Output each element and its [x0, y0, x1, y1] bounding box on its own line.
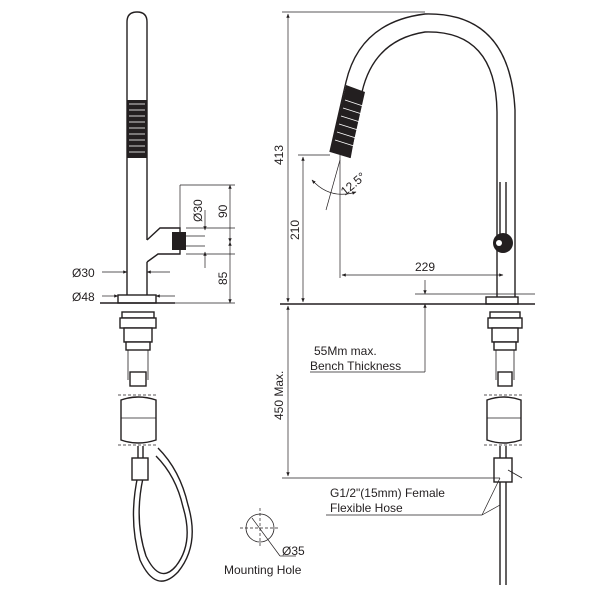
front-view-fittings — [487, 311, 523, 387]
side-view-weight — [120, 396, 157, 444]
dim-413-label: 413 — [272, 145, 286, 165]
dim-210-label: 210 — [288, 220, 302, 240]
side-view-hose — [132, 446, 193, 582]
hose-label-line2: Flexible Hose — [330, 501, 403, 515]
side-view-fittings — [119, 311, 157, 387]
bench-thickness-line1: 55Mm max. — [314, 344, 377, 358]
side-view-body — [126, 11, 148, 240]
dim-85-label: 85 — [216, 271, 230, 285]
hose-label-line1: G1/2"(15mm) Female — [330, 486, 445, 500]
side-view-base — [117, 294, 157, 304]
front-view-spray-head — [330, 85, 365, 158]
dim-90-label: 90 — [216, 204, 230, 218]
dim-48-label: Ø48 — [72, 290, 95, 304]
side-view-grip — [127, 100, 147, 158]
front-view-weight — [486, 396, 522, 444]
bench-thickness-line2: Bench Thickness — [310, 359, 401, 373]
side-view-handle — [172, 232, 186, 250]
front-view-gooseneck — [329, 13, 516, 300]
mounting-hole: Ø35 Mounting Hole — [224, 508, 305, 577]
dim-30-horizontal-label: Ø30 — [72, 266, 95, 280]
side-view: Ø30 90 85 Ø30 Ø48 — [72, 11, 235, 582]
mounting-hole-label: Mounting Hole — [224, 563, 302, 577]
side-view-lower-body — [126, 240, 148, 295]
mounting-hole-diameter: Ø35 — [282, 544, 305, 558]
front-view-lever-knob — [493, 233, 513, 253]
front-view: 413 210 12.5° 229 55Mm max. Bench Thickn… — [272, 11, 535, 585]
angle-label: 12.5° — [338, 169, 369, 198]
dim-30-vertical-label: Ø30 — [191, 199, 205, 222]
front-view-base — [485, 296, 519, 305]
dim-229-label: 229 — [415, 260, 435, 274]
dim-450-label: 450 Max. — [272, 371, 286, 420]
